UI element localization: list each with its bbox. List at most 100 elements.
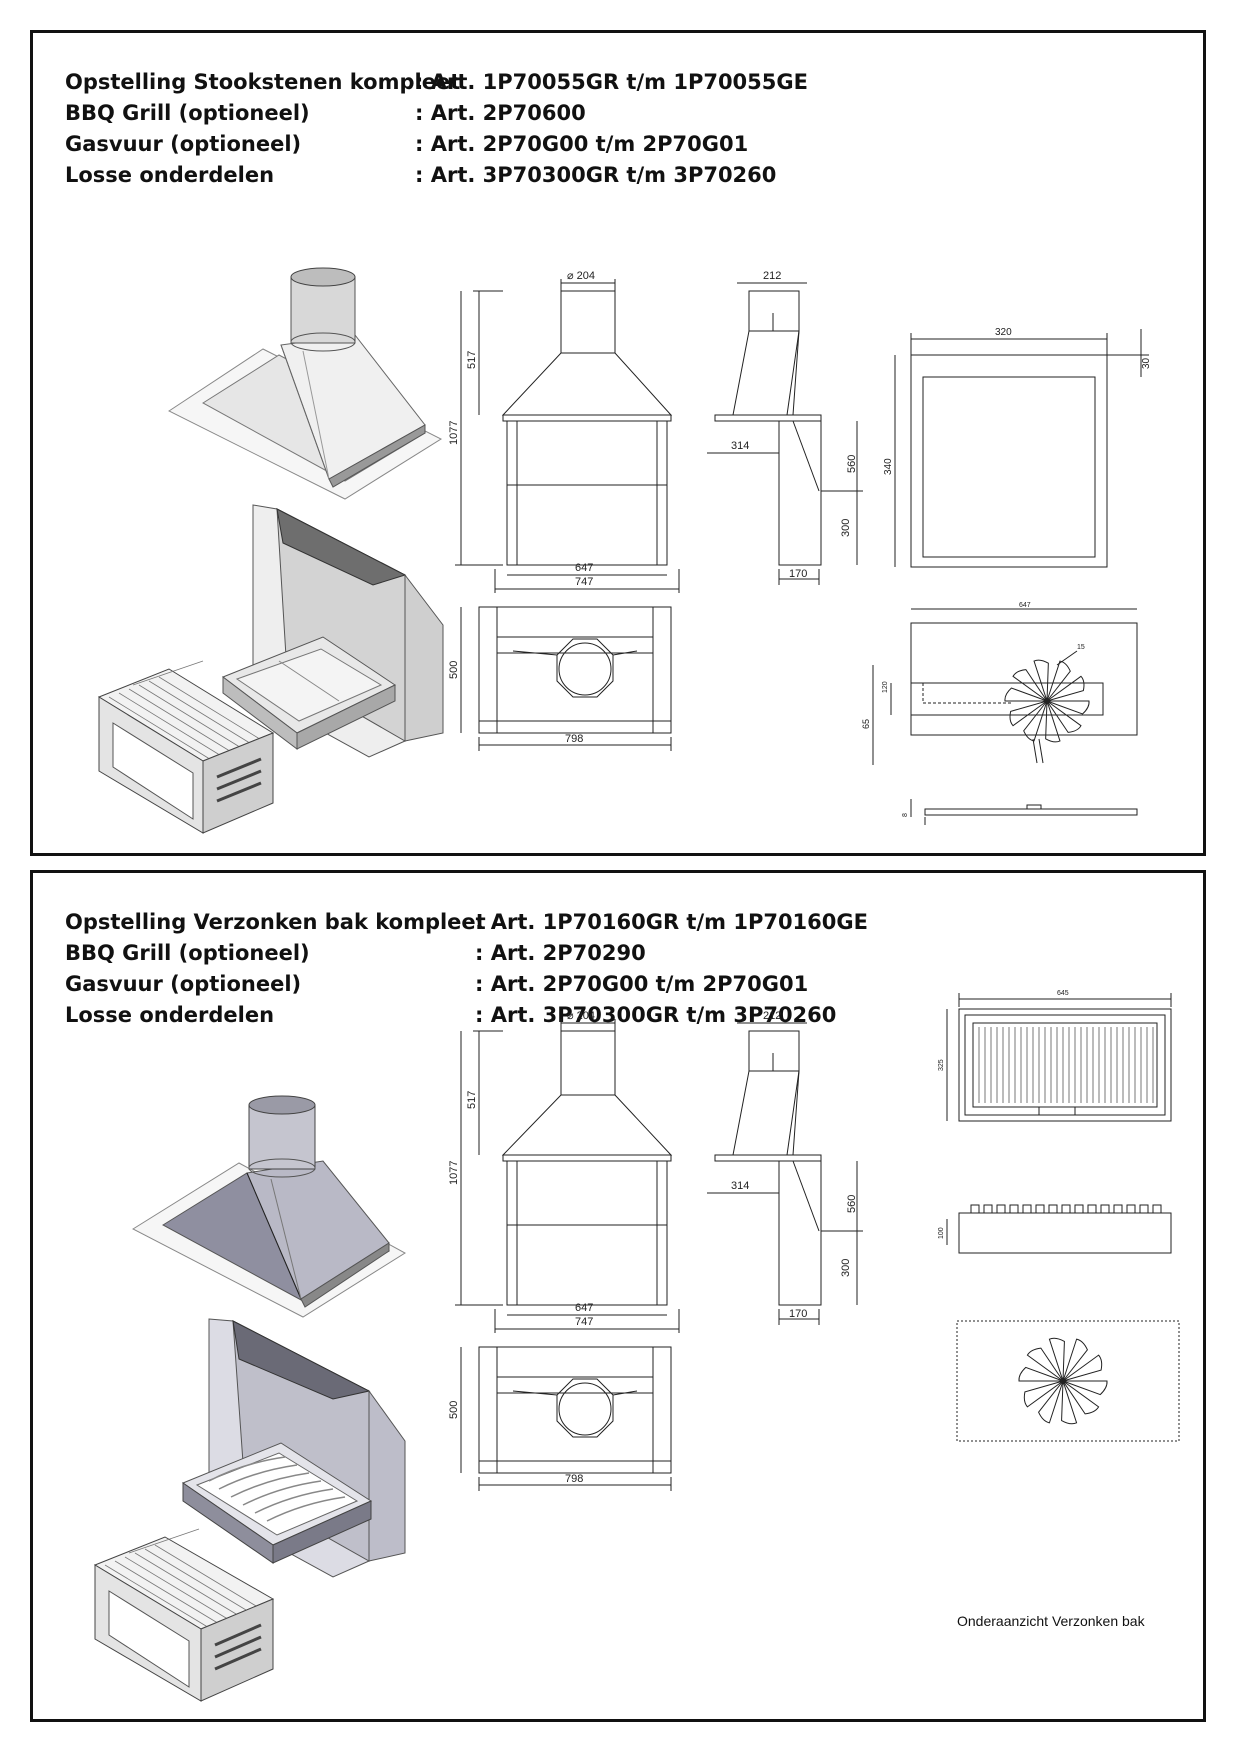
dim-text: 647 bbox=[1019, 602, 1031, 609]
tray-tooth bbox=[1126, 1204, 1136, 1214]
drawing-panel1: ⌀ 204 517 1077 647 747 212 314 560 300 1… bbox=[97, 267, 1152, 834]
burner-blade bbox=[1012, 669, 1048, 702]
dim-text: 300 bbox=[840, 519, 852, 537]
tray-tooth bbox=[1061, 1204, 1071, 1214]
front-view bbox=[455, 1019, 680, 1333]
tray-side-view bbox=[946, 1204, 1172, 1254]
drawing-panel2: ⌀ 204 517 1077 647 747 212 314 560 300 1… bbox=[93, 990, 1180, 1702]
burner-blade bbox=[1061, 1380, 1078, 1425]
dim-text: 1077 bbox=[448, 421, 460, 445]
side-view bbox=[707, 1022, 863, 1325]
spec-row: BBQ Grill (optioneel): Art. 2P70290 bbox=[65, 941, 646, 965]
burner-blade bbox=[1048, 1337, 1065, 1382]
spec-row: BBQ Grill (optioneel): Art. 2P70600 bbox=[65, 101, 586, 125]
dim-text: 340 bbox=[883, 458, 894, 475]
burner-blade bbox=[1046, 660, 1071, 702]
dim-text: ⌀ 204 bbox=[567, 270, 595, 282]
dim-text: 314 bbox=[731, 1180, 749, 1192]
strip-view bbox=[910, 799, 1138, 825]
burner-blade bbox=[1009, 700, 1048, 727]
dim-text: 120 bbox=[882, 681, 889, 693]
dim-text: 517 bbox=[466, 1091, 478, 1109]
dim-text: 500 bbox=[448, 1401, 460, 1419]
burner-blade bbox=[1018, 1366, 1064, 1382]
dim-text: 1077 bbox=[448, 1161, 460, 1185]
tray-tooth bbox=[1100, 1204, 1110, 1214]
dim-text: 65 bbox=[861, 719, 871, 729]
burner-blade bbox=[1023, 1380, 1064, 1408]
dim-text: 647 bbox=[575, 1302, 593, 1314]
tray-tooth bbox=[1152, 1204, 1162, 1214]
burner-plate bbox=[872, 608, 1138, 765]
spec-row: Opstelling Verzonken bak kompleet: Art. … bbox=[65, 910, 868, 934]
front-view bbox=[455, 279, 680, 593]
burner-blade bbox=[1033, 659, 1049, 702]
top-view bbox=[460, 606, 672, 751]
tray-tooth bbox=[1087, 1204, 1097, 1214]
firebox-iso bbox=[221, 504, 444, 758]
dim-text: 325 bbox=[938, 1059, 945, 1071]
dim-text: 314 bbox=[731, 440, 749, 452]
bbq-grill-iso bbox=[97, 660, 275, 834]
dim-text: 517 bbox=[466, 351, 478, 369]
dim-text: 798 bbox=[565, 733, 583, 745]
burner-blade bbox=[1062, 1380, 1108, 1396]
dim-text: 560 bbox=[846, 455, 858, 473]
dim-text: 300 bbox=[840, 1259, 852, 1277]
spec-row: Gasvuur (optioneel): Art. 2P70G00 t/m 2P… bbox=[65, 972, 809, 996]
tray-tooth bbox=[1035, 1204, 1045, 1214]
side-view bbox=[707, 282, 863, 585]
burner-blade bbox=[1045, 700, 1061, 743]
hood-iso bbox=[168, 267, 443, 500]
dim-text: 647 bbox=[575, 562, 593, 574]
dim-text: 30 bbox=[1141, 357, 1152, 369]
plate-view bbox=[894, 329, 1149, 568]
tray-tooth bbox=[1009, 1204, 1019, 1214]
top-view bbox=[460, 1346, 672, 1491]
tray-tooth bbox=[996, 1204, 1006, 1214]
tray-tooth bbox=[1074, 1204, 1084, 1214]
dim-text: 798 bbox=[565, 1473, 583, 1485]
tray-tooth bbox=[1022, 1204, 1032, 1214]
dim-text: 8 bbox=[902, 813, 909, 817]
bottom-view bbox=[956, 1320, 1180, 1442]
dim-text: 320 bbox=[995, 327, 1012, 338]
dim-text: 15 bbox=[1077, 644, 1085, 651]
spec-row: Losse onderdelen: Art. 3P70300GR t/m 3P7… bbox=[65, 163, 777, 187]
burner-blade bbox=[1004, 687, 1048, 702]
tray-top-view bbox=[946, 993, 1172, 1122]
tray-tooth bbox=[983, 1204, 993, 1214]
burner-icon bbox=[1004, 659, 1090, 743]
dim-text: 170 bbox=[789, 1308, 807, 1320]
burner-blade bbox=[1062, 1338, 1088, 1382]
panel-stookstenen: Opstelling Stookstenen kompleet: Art. 1P… bbox=[30, 30, 1206, 856]
dim-text: 560 bbox=[846, 1195, 858, 1213]
burner-blade bbox=[1026, 1347, 1064, 1382]
burner-icon bbox=[1018, 1337, 1108, 1425]
burner-blade bbox=[1046, 700, 1082, 733]
dim-text: 747 bbox=[575, 576, 593, 588]
burner-blade bbox=[1062, 1354, 1103, 1382]
dim-text: 170 bbox=[789, 568, 807, 580]
spec-row: Opstelling Stookstenen kompleet: Art. 1P… bbox=[65, 70, 808, 94]
panel-verzonken-bak: Opstelling Verzonken bak kompleet: Art. … bbox=[30, 870, 1206, 1722]
dim-text: 747 bbox=[575, 1316, 593, 1328]
spec-row: Gasvuur (optioneel): Art. 2P70G00 t/m 2P… bbox=[65, 132, 749, 156]
tray-tooth bbox=[970, 1204, 980, 1214]
tray-tooth bbox=[1113, 1204, 1123, 1214]
firebox-iso bbox=[181, 1318, 406, 1578]
tray-tooth bbox=[1139, 1204, 1149, 1214]
dim-text: 500 bbox=[448, 661, 460, 679]
burner-blade bbox=[1038, 1380, 1064, 1424]
dim-text: 212 bbox=[763, 1010, 781, 1022]
dim-text: 645 bbox=[1057, 990, 1069, 997]
burner-blade bbox=[1046, 700, 1090, 715]
burner-blade bbox=[1023, 700, 1048, 742]
tray-tooth bbox=[1048, 1204, 1058, 1214]
spec-list: Opstelling Stookstenen kompleet: Art. 1P… bbox=[65, 67, 808, 191]
bottom-view-caption: Onderaanzicht Verzonken bak bbox=[957, 1613, 1145, 1629]
bbq-grill-iso bbox=[93, 1528, 275, 1702]
dim-text: 212 bbox=[763, 270, 781, 282]
burner-blade bbox=[1046, 675, 1085, 702]
burner-blade bbox=[1062, 1380, 1100, 1415]
